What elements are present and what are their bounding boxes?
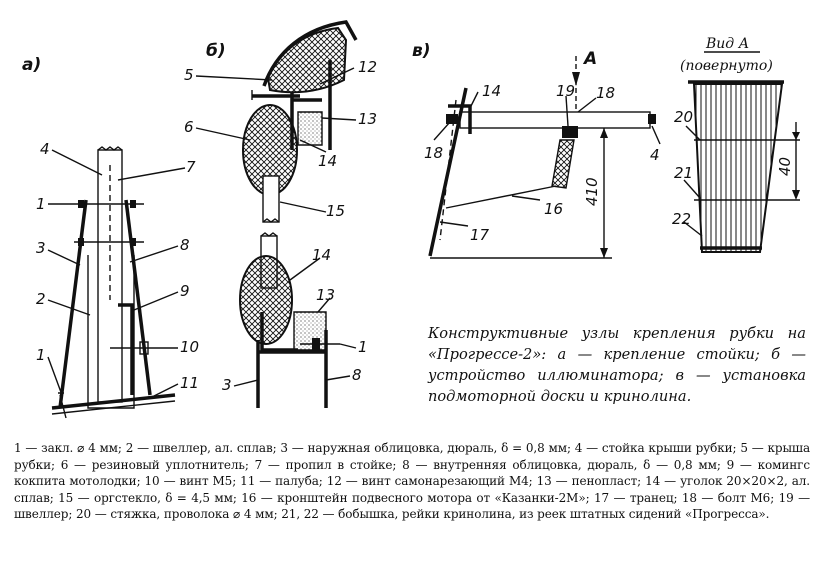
panel-b-porthole: б) 5: [184, 20, 377, 408]
parts-legend: 1 — закл. ⌀ 4 мм; 2 — швеллер, ал. сплав…: [14, 441, 810, 521]
label-16: 16: [544, 200, 563, 218]
label-14-lower: 14: [312, 246, 331, 264]
dimension-40: 40: [776, 157, 794, 176]
label-8: 8: [180, 236, 190, 254]
panel-b-letter: б): [206, 41, 226, 61]
label-6: 6: [184, 118, 194, 136]
rubber-seal-lower: [239, 255, 293, 345]
panel-v-motor-board: в) А 14 19 18 18 4 17 16 4: [412, 41, 661, 259]
channel-19: [562, 126, 578, 138]
motor-bracket: [551, 139, 575, 189]
view-a-subtitle: (повернуто): [680, 58, 773, 74]
label-13-lower: 13: [316, 286, 335, 304]
view-a-arrow-label: А: [582, 49, 597, 69]
board-angle: [448, 104, 472, 134]
panel-v-letter: в): [412, 41, 431, 61]
label-14: 14: [318, 152, 337, 170]
label-21: 21: [674, 164, 693, 182]
label-18-left: 18: [424, 144, 443, 162]
angle-upper: [290, 92, 322, 150]
view-arrow: [572, 72, 580, 86]
label-5: 5: [184, 66, 194, 84]
coaming: [118, 303, 134, 395]
channel-profile: [87, 255, 135, 409]
roof-skin: [262, 20, 358, 87]
view-a-rotated: Вид А (повернуто) 20 21 22 40: [672, 36, 800, 253]
deck-lower: [51, 400, 176, 415]
bracket-strut: [445, 185, 557, 209]
bolt-m6-right: [648, 114, 656, 124]
inner-facing: [124, 199, 152, 396]
label-10: 10: [180, 338, 199, 356]
label-3: 3: [36, 239, 46, 257]
label-1-b: 1: [358, 338, 368, 356]
label-4-v: 4: [650, 146, 660, 164]
bolt-m6-left: [446, 114, 458, 124]
label-12: 12: [358, 58, 377, 76]
label-1-lower: 1: [36, 346, 46, 364]
label-13: 13: [358, 110, 377, 128]
label-11: 11: [180, 374, 199, 392]
label-1: 1: [36, 195, 46, 213]
panel-a-stand-mount: а) 4 7 1: [22, 55, 199, 419]
view-a-title: Вид А: [705, 36, 749, 52]
label-17: 17: [470, 226, 490, 244]
crinoline-slats: [692, 83, 784, 253]
label-20: 20: [674, 108, 693, 126]
label-22: 22: [672, 210, 691, 228]
label-7: 7: [186, 158, 196, 176]
label-2: 2: [36, 290, 46, 308]
label-3-b: 3: [222, 376, 232, 394]
stand-break-line: [97, 146, 123, 151]
label-19: 19: [556, 82, 575, 100]
label-8-b: 8: [352, 366, 362, 384]
figure-caption: Конструктивные узлы крепления рубки на «…: [428, 325, 806, 405]
dimension-410: 410: [583, 177, 601, 206]
label-4: 4: [40, 140, 50, 158]
label-15: 15: [326, 202, 345, 220]
panel-a-letter: а): [22, 55, 41, 75]
plexiglass-upper: [262, 175, 280, 223]
deck: [51, 393, 176, 410]
angle-lower: [260, 312, 298, 352]
label-18-top: 18: [596, 84, 615, 102]
outer-facing: [58, 199, 88, 409]
label-9: 9: [180, 282, 190, 300]
label-14-v: 14: [482, 82, 501, 100]
foam-upper: [297, 111, 323, 146]
motor-board: [459, 111, 651, 129]
